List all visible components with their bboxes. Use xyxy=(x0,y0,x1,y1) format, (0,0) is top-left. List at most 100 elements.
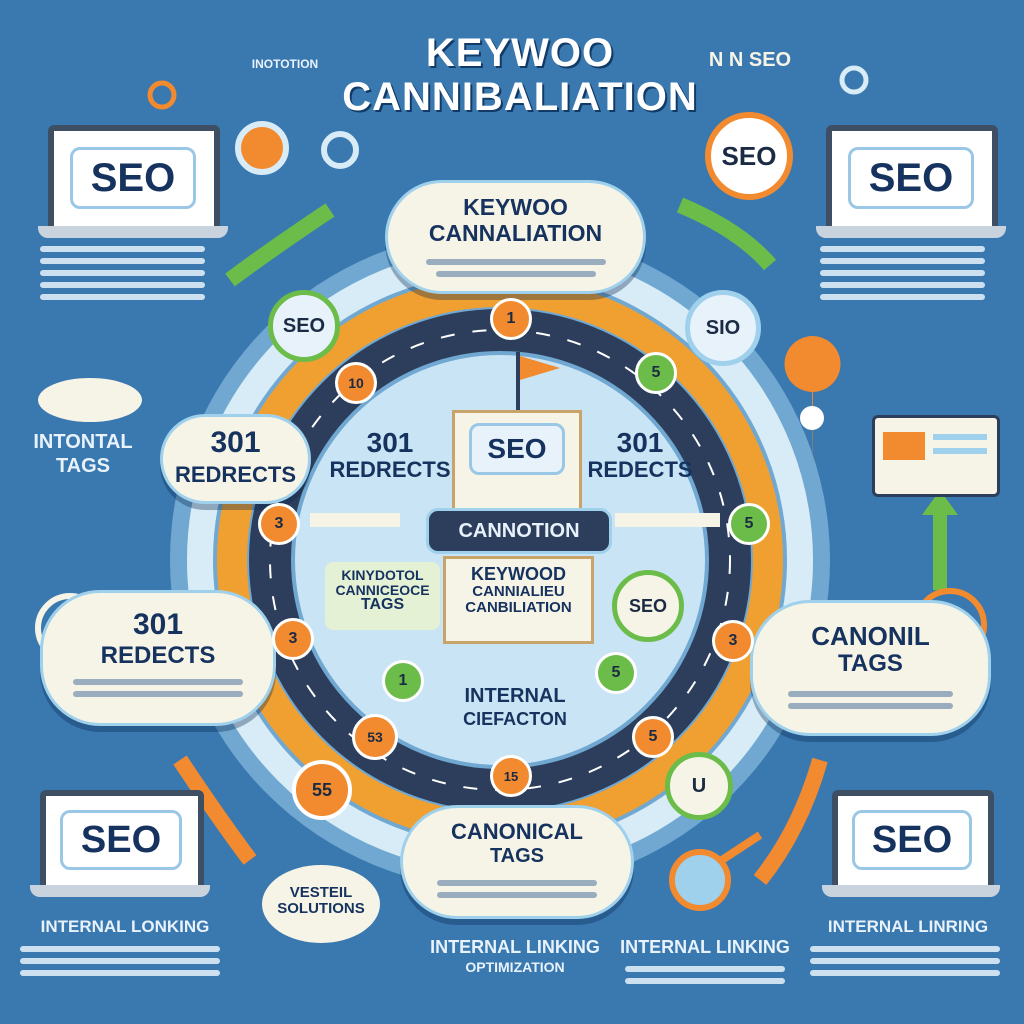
text-block-bottom-right xyxy=(810,940,1000,982)
inner-left-redirect-sub: REDRECTS xyxy=(329,457,451,482)
left-cloud-text-lines xyxy=(73,673,243,703)
small-cloud-icon xyxy=(38,378,142,422)
ring-node: 5 xyxy=(595,652,637,694)
ring-node-seo: SEO xyxy=(268,290,340,362)
left-bottom-cloud: 301 REDECTS xyxy=(40,590,276,726)
right-canonical-cloud: CANONIL TAGS xyxy=(750,600,991,736)
ring-node: 1 xyxy=(490,298,532,340)
laptop-seo-label: SEO xyxy=(852,810,972,870)
orange-arrow-bottomright xyxy=(753,757,828,885)
top-cloud-title-line2: CANNALIATION xyxy=(428,220,603,246)
green-tag-line1: KINYDOTOL xyxy=(341,567,424,583)
left-cloud-title: 301 xyxy=(132,608,184,641)
laptop-bottom-left: SEO xyxy=(40,790,204,892)
text-block-top-right xyxy=(820,240,985,306)
inner-right-redirect-title: 301 xyxy=(616,427,664,458)
seo-badge: SEO xyxy=(705,112,793,200)
laptop-top-left: SEO xyxy=(48,125,220,233)
text-block-bottom-mid xyxy=(625,960,785,990)
laptop-top-right: SEO xyxy=(826,125,998,233)
ring-node: 5 xyxy=(728,503,770,545)
bottom-canonical-line1: CANONICAL xyxy=(451,819,583,844)
building-icon: SEO xyxy=(452,410,582,524)
solutions-line2: SOLUTIONS xyxy=(277,899,365,917)
ring-node-seo: SIO xyxy=(685,290,761,366)
left-redirect-title: 301 xyxy=(210,426,261,459)
left-redirect-sub: REDRECTS xyxy=(174,462,296,487)
solutions-bubble: VESTEIL SOLUTIONS xyxy=(262,865,380,943)
ring-node: U xyxy=(665,752,733,820)
laptop-base xyxy=(38,226,228,238)
ring-node: 5 xyxy=(635,352,677,394)
orange-arrow-bottomleft xyxy=(173,755,257,865)
ring-node: 15 xyxy=(490,755,532,797)
ring-node: 5 xyxy=(632,716,674,758)
ring-node: 1 xyxy=(382,660,424,702)
gear-icon xyxy=(235,121,289,175)
bottom-cloud-text-lines xyxy=(437,874,597,904)
page-title-line2: CANNIBALIATION xyxy=(342,75,698,119)
ring-node: 3 xyxy=(712,620,754,662)
bottom-center-label-line2: OPTIMIZATION xyxy=(465,959,565,975)
gear-icon xyxy=(147,80,177,110)
location-pin-icon xyxy=(784,336,841,470)
green-tag-line3: TAGS xyxy=(360,596,405,614)
ring-node: 3 xyxy=(258,503,300,545)
laptop-base xyxy=(30,885,210,897)
media-panel-icon xyxy=(872,415,1000,497)
center-panel-line2: CANNIALIEU xyxy=(472,582,565,600)
inner-bottom-line1: INTERNAL xyxy=(464,685,566,707)
center-panel-line1: KEYWOOD xyxy=(470,564,566,584)
solutions-line1: VESTEIL xyxy=(289,884,353,901)
top-cloud-title-line1: KEYWOO xyxy=(463,194,568,220)
green-tag-box: KINYDOTOL CANNICEOCE TAGS xyxy=(325,562,440,630)
inner-right-redirect-sub: REDECTS xyxy=(587,457,693,482)
inner-bottom-line2: CIEFACTON xyxy=(463,709,567,729)
green-arrow-topright xyxy=(676,197,777,271)
top-cloud: KEYWOO CANNALIATION xyxy=(385,180,646,294)
bottom-right-label: INTERNAL LINKING xyxy=(620,937,790,957)
ring-node: 3 xyxy=(272,618,314,660)
media-thumb xyxy=(883,432,925,460)
green-arrow-topleft xyxy=(225,203,335,287)
left-cloud-sub: REDECTS xyxy=(100,642,216,669)
ring-node: 53 xyxy=(352,714,398,760)
green-arrow-head xyxy=(922,490,958,515)
text-block-bottom-left xyxy=(20,940,220,982)
ring-node: 10 xyxy=(335,362,377,404)
inner-left-redirect-title: 301 xyxy=(366,427,414,458)
media-line xyxy=(933,434,987,440)
right-cloud-text-lines xyxy=(788,685,953,715)
center-banner: CANNOTION xyxy=(426,508,612,554)
top-cloud-text-lines xyxy=(418,253,613,283)
laptop-seo-label: SEO xyxy=(60,810,182,870)
pin-dot xyxy=(800,406,824,430)
bottom-canonical-line2: TAGS xyxy=(489,845,545,867)
magnifier-handle xyxy=(719,831,763,864)
magnifier-icon xyxy=(669,849,731,911)
laptop-seo-label: SEO xyxy=(70,147,196,209)
laptop-base xyxy=(816,226,1006,238)
ring-node: 55 xyxy=(292,760,352,820)
bottom-canonical-cloud: CANONICAL TAGS xyxy=(400,805,634,919)
header-tag-left: INOTOTION xyxy=(251,57,319,71)
ring-node-seo: SEO xyxy=(612,570,684,642)
page-title-line1: KEYWOO xyxy=(425,31,615,75)
laptop-seo-label: SEO xyxy=(848,147,974,209)
right-canonical-sub: TAGS xyxy=(838,650,903,677)
building-sign: SEO xyxy=(469,423,565,475)
gear-icon xyxy=(321,131,359,169)
laptop-bottom-right: SEO xyxy=(832,790,994,892)
internal-tags-line2: TAGS xyxy=(55,455,111,477)
center-panel: KEYWOOD CANNIALIEU CANBILIATION xyxy=(443,556,594,644)
center-banner-label: CANNOTION xyxy=(458,520,580,542)
header-tag-right: N N SEO xyxy=(708,49,792,71)
gear-icon xyxy=(839,65,869,95)
bottom-center-label-line1: INTERNAL LINKING xyxy=(430,937,600,957)
bottom-far-left-label: INTERNAL LONKING xyxy=(40,917,210,936)
bottom-far-right-label: INTERNAL LINRING xyxy=(827,917,989,936)
flag-icon xyxy=(516,352,560,410)
media-line xyxy=(933,448,987,454)
right-canonical-title: CANONIL xyxy=(811,621,930,651)
